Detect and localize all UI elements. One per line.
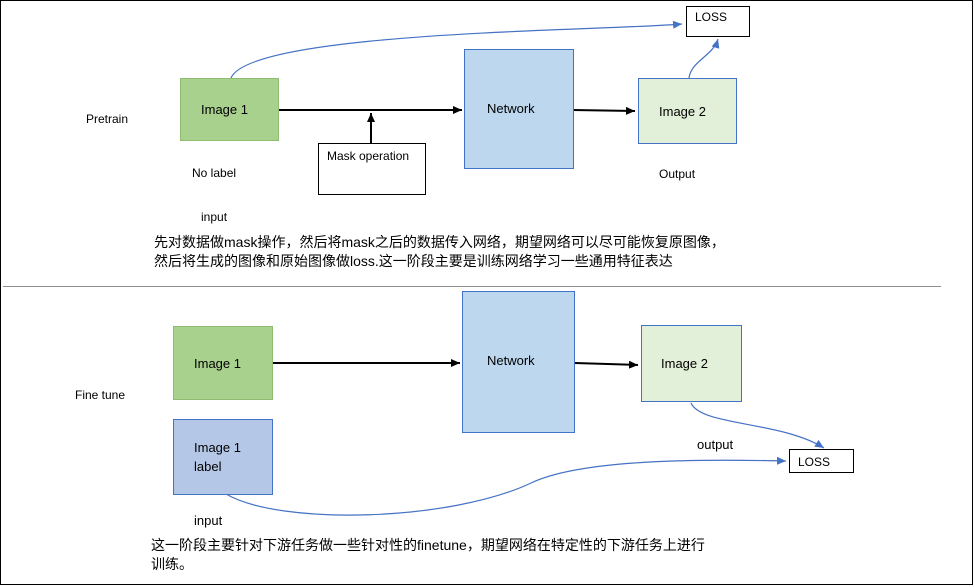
pretrain-image2-box: Image 2 bbox=[638, 78, 737, 144]
finetune-label-box: Image 1 label bbox=[173, 419, 273, 495]
finetune-image2-box: Image 2 bbox=[641, 325, 742, 402]
pretrain-image1-box: Image 1 bbox=[180, 78, 279, 141]
pretrain-arrow-network-to-image2 bbox=[572, 106, 636, 115]
pretrain-network-box: Network bbox=[464, 49, 574, 169]
pretrain-loss-box: LOSS bbox=[686, 6, 750, 37]
pretrain-image2-text: Image 2 bbox=[659, 103, 706, 119]
finetune-loss-text: LOSS bbox=[798, 455, 831, 469]
finetune-image1-text: Image 1 bbox=[194, 355, 241, 371]
finetune-loss-box: LOSS bbox=[789, 449, 854, 473]
pretrain-section-label: Pretrain bbox=[86, 112, 129, 126]
pretrain-input-text: input bbox=[201, 210, 228, 224]
pretrain-mask-operation-text: Mask operation bbox=[327, 149, 410, 163]
finetune-label-box-line1: Image 1 bbox=[194, 440, 241, 455]
pretrain-network-text: Network bbox=[487, 101, 535, 116]
pretrain-curve-image2-to-loss bbox=[688, 38, 720, 79]
pretrain-curve-image1-to-loss bbox=[230, 20, 683, 79]
pretrain-description-line2: 然后将生成的图像和原始图像做loss.这一阶段主要是训练网络学习一些通用特征表达 bbox=[154, 253, 673, 269]
finetune-image2-text: Image 2 bbox=[661, 356, 708, 371]
finetune-label-box-line2: label bbox=[194, 459, 222, 474]
pretrain-output-text: Output bbox=[659, 167, 696, 181]
finetune-input-text: input bbox=[194, 513, 223, 528]
finetune-network-box: Network bbox=[462, 291, 575, 433]
finetune-network-text: Network bbox=[487, 353, 535, 368]
section-divider bbox=[3, 286, 941, 287]
finetune-section-label: Fine tune bbox=[75, 388, 126, 402]
finetune-description-line1: 这一阶段主要针对下游任务做一些针对性的finetune，期望网络在特定性的下游任… bbox=[151, 537, 705, 553]
pretrain-no-label-text: No label bbox=[192, 166, 237, 180]
pretrain-description-line1: 先对数据做mask操作，然后将mask之后的数据传入网络，期望网络可以尽可能恢复… bbox=[154, 234, 725, 250]
finetune-curve-image2-to-loss bbox=[690, 402, 825, 449]
pretrain-mask-operation-box: Mask operation bbox=[318, 143, 426, 195]
finetune-description-line2: 训练。 bbox=[151, 556, 193, 572]
finetune-output-text: output bbox=[697, 437, 734, 452]
finetune-arrow-network-to-image2 bbox=[574, 360, 639, 369]
pretrain-loss-text: LOSS bbox=[695, 10, 728, 24]
pretrain-image1-text: Image 1 bbox=[201, 102, 248, 117]
finetune-image1-box: Image 1 bbox=[173, 326, 273, 400]
finetune-curve-label-to-loss bbox=[225, 456, 787, 516]
